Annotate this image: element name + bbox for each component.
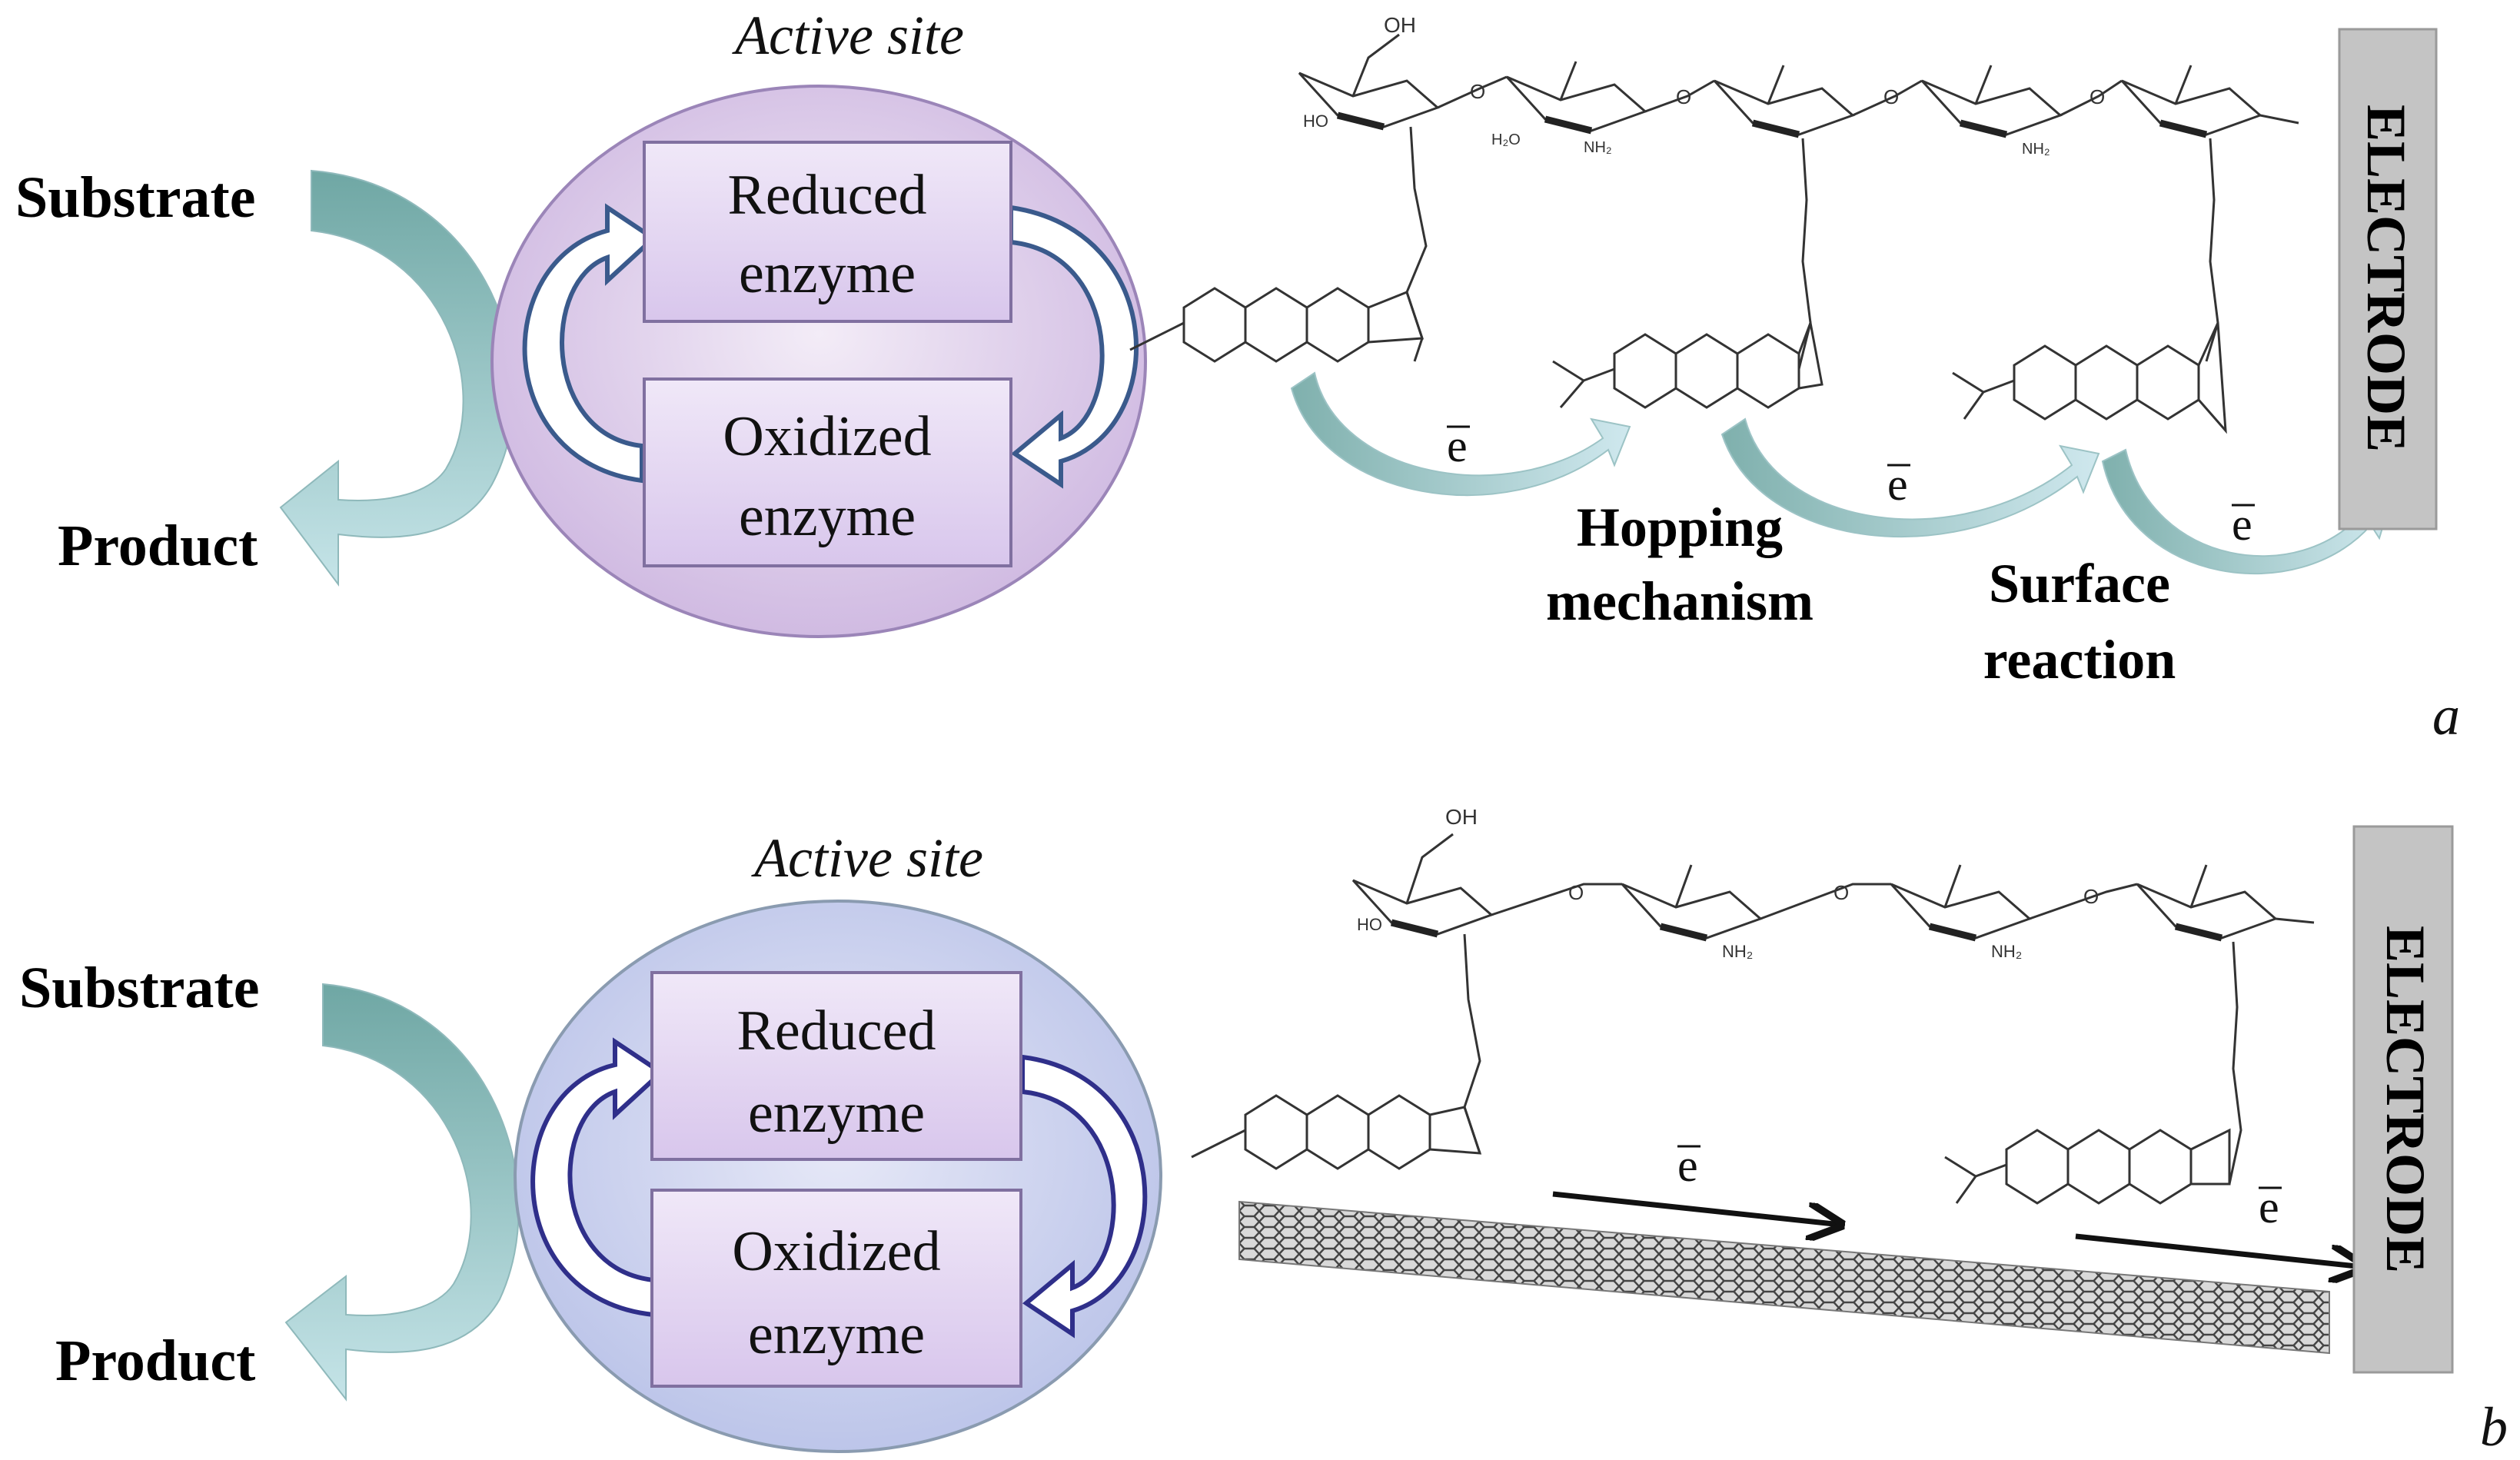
carbon-nanotube (1238, 1200, 2330, 1355)
phenazine-mediator-b2 (1944, 1128, 2231, 1205)
active-site-label: Active site (732, 5, 964, 66)
chem-oh-label-b: OH (1445, 805, 1478, 829)
product-label: Product (58, 514, 258, 578)
electrode-a (2338, 28, 2438, 530)
chem-o-label-b3: O (2083, 885, 2099, 908)
electrode-b-label: ELECTRODE (2375, 926, 2436, 1273)
electron-label-3: e (2232, 499, 2252, 550)
chem-h2o-label: H₂O (1491, 131, 1521, 148)
phenazine-mediator-2 (1552, 318, 1824, 409)
reduced-enzyme-b-line1: Reduced (737, 999, 936, 1063)
surface-reaction-line1: Surface (1989, 553, 2170, 614)
panel-a-label: a (2432, 685, 2460, 747)
reduced-enzyme-line1: Reduced (728, 164, 927, 227)
oxidized-enzyme-b-line2: enzyme (748, 1303, 925, 1366)
chem-o-label-1: O (1470, 80, 1485, 103)
oxidized-enzyme-box (643, 377, 1012, 567)
hopping-mechanism-line1: Hopping (1577, 497, 1783, 558)
panel-b: Reduced enzyme Oxidized enzyme Active si… (19, 805, 2508, 1458)
chem-nh2-label-b2: NH₂ (1991, 942, 2022, 961)
electron-label-2: e (1887, 459, 1908, 510)
panel-b-label: b (2480, 1396, 2508, 1458)
substrate-label-b: Substrate (19, 956, 259, 1020)
substrate-product-arrow-b (284, 983, 520, 1402)
chem-o-label-4: O (2089, 85, 2105, 108)
electron-arrow-b2 (2075, 1233, 2364, 1267)
hop-arrow-3 (2101, 448, 2392, 575)
phenazine-mediator-1 (1129, 287, 1425, 363)
oxidized-enzyme-box-b (650, 1189, 1022, 1388)
cycle-arrow-right (1009, 205, 1139, 489)
hopping-mechanism-line2: mechanism (1546, 570, 1814, 632)
electrode-b (2352, 825, 2454, 1374)
chem-ho-label-1: HO (1303, 111, 1328, 131)
active-site-label-b: Active site (751, 827, 983, 889)
chem-nh2-label-2: NH₂ (2022, 141, 2050, 158)
hop-arrow-2 (1720, 417, 2100, 537)
electron-label-b2: e (2259, 1182, 2279, 1232)
chem-o-label-b2: O (1833, 881, 1849, 904)
electron-label-1: e (1447, 421, 1468, 471)
chem-ho-label-b: HO (1357, 915, 1382, 934)
panel-a: Reduced enzyme Oxidized enzyme Active si… (15, 5, 2460, 747)
chem-o-label-b1: O (1568, 881, 1584, 904)
phenazine-mediator-3 (1952, 322, 2227, 434)
oxidized-enzyme-line1: Oxidized (723, 405, 931, 468)
polymer-chain-b (1351, 833, 2315, 1185)
reduced-enzyme-box-b (650, 971, 1022, 1161)
electron-label-b1: e (1677, 1140, 1698, 1191)
chem-o-label-2: O (1676, 85, 1691, 108)
phenazine-mediator-b1 (1191, 1094, 1482, 1170)
cycle-arrow-left-b (530, 1037, 665, 1318)
chem-o-label-3: O (1883, 85, 1899, 108)
reduced-enzyme-line2: enzyme (739, 242, 916, 305)
chem-oh-label: OH (1384, 13, 1416, 37)
substrate-label: Substrate (15, 165, 255, 230)
oxidized-enzyme-b-line1: Oxidized (732, 1220, 940, 1283)
electrode-a-label: ELECTRODE (2355, 105, 2417, 452)
polymer-chain (1298, 33, 2299, 370)
surface-reaction-line2: reaction (1983, 629, 2176, 690)
electron-arrow-b1 (1552, 1191, 1841, 1225)
chem-nh2-label-1: NH₂ (1584, 139, 1612, 156)
substrate-product-arrow (279, 169, 515, 587)
cycle-arrow-left (522, 203, 657, 484)
chem-nh2-label-b1: NH₂ (1722, 942, 1753, 961)
cycle-arrow-right-b (1020, 1054, 1148, 1339)
product-label-b: Product (55, 1329, 255, 1393)
reduced-enzyme-box (643, 141, 1012, 323)
reduced-enzyme-b-line2: enzyme (748, 1082, 925, 1145)
hop-arrow-1 (1290, 371, 1631, 497)
oxidized-enzyme-line2: enzyme (739, 485, 916, 548)
